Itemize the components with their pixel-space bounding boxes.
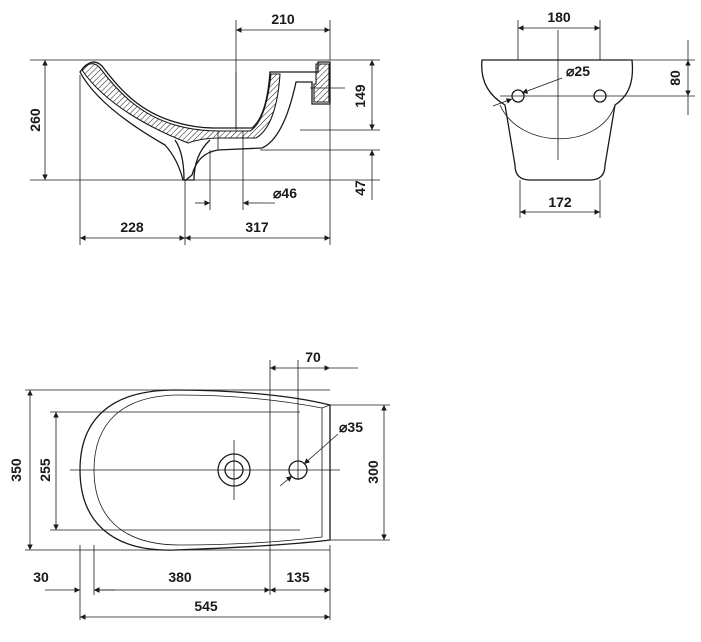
top-view-outline: [79, 389, 331, 551]
top-view-dim-tap-hole: ⌀35: [339, 419, 363, 435]
top-view-dim-tap-offset: 70: [305, 349, 321, 365]
top-view-dim-margin-left: 30: [33, 569, 49, 585]
rear-view-dim-hole-height: 80: [667, 70, 683, 86]
top-view-dim-bowl-width: 255: [37, 458, 53, 482]
top-view-bowl-rim: [93, 394, 323, 546]
side-view-dim-rear-length: 228: [120, 219, 144, 235]
side-view-dim-drain-diameter: ⌀46: [273, 185, 297, 201]
rear-view-extension-lines: [500, 20, 695, 218]
top-view-dim-total-length: 545: [194, 598, 218, 614]
side-view: 210 260 149 47 ⌀46 228 317: [27, 11, 380, 245]
side-view-drain: [217, 72, 244, 150]
side-view-rear-wall: [313, 63, 330, 103]
rear-view-dimension-lines: [492, 25, 691, 215]
side-view-hatched-wall: [81, 63, 281, 144]
top-view-dim-total-width: 350: [8, 458, 24, 482]
top-view-dim-depth-right: 300: [365, 460, 381, 484]
top-view-tap-hole: [288, 460, 308, 480]
side-view-dimension-lines: [42, 27, 375, 241]
rear-view-inner-curve: [499, 104, 616, 140]
top-view-dim-bowl-length: 380: [168, 569, 192, 585]
top-view-rear-edge: [321, 404, 331, 409]
side-view-dim-bottom-offset: 47: [352, 180, 368, 196]
rear-view: 180 ⌀25 80 172: [481, 9, 695, 218]
side-view-outline: [79, 61, 331, 181]
rear-view-dim-bottom-width: 172: [548, 194, 572, 210]
side-view-dim-front-length: 317: [245, 219, 269, 235]
top-view-dim-rear-section: 135: [286, 569, 310, 585]
top-view-dimension-lines: [27, 365, 387, 620]
rear-view-outline: [481, 59, 634, 181]
top-view: 70 ⌀35 350 255 300 30 380 135 545: [8, 349, 390, 620]
top-view-drain-outer: [217, 453, 251, 487]
side-view-pedestal: [174, 139, 211, 181]
rear-view-dim-hole-diameter: ⌀25: [566, 63, 590, 79]
top-view-drain-inner: [224, 460, 244, 480]
side-view-dim-top-width: 210: [271, 11, 295, 27]
side-view-dim-inner-height: 149: [352, 84, 368, 108]
rear-view-left-hole: [511, 89, 525, 103]
rear-view-dim-top-width: 180: [547, 9, 571, 25]
rear-view-right-hole: [593, 89, 607, 103]
top-view-extension-lines: [25, 360, 390, 620]
side-view-dim-height: 260: [27, 108, 43, 132]
